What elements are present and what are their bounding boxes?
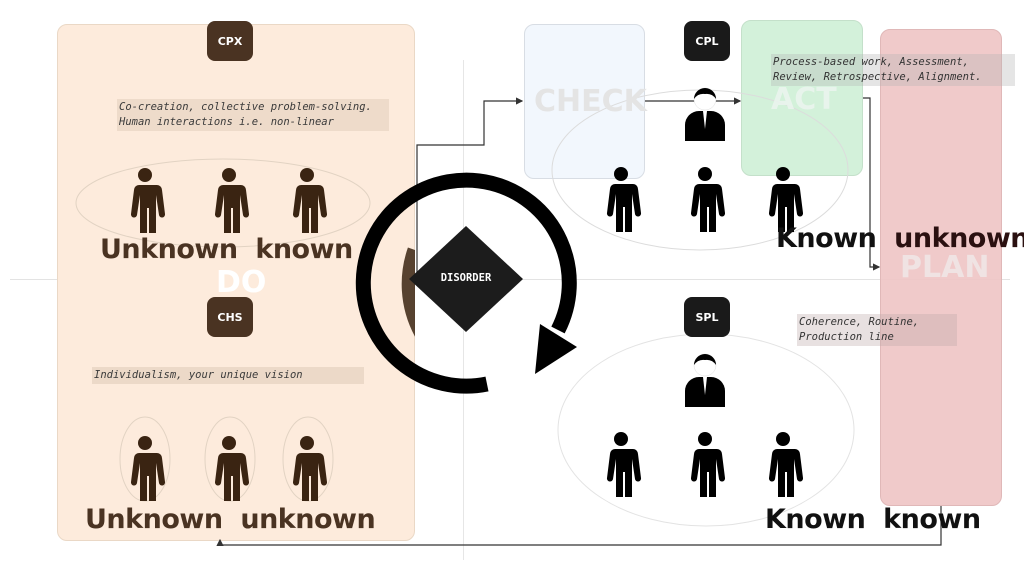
individual-ellipse-1	[119, 416, 171, 502]
person-icon	[214, 436, 250, 501]
person-icon	[130, 168, 166, 233]
person-icon	[292, 168, 328, 233]
act-label: ACT	[771, 82, 837, 117]
label-word-1: Known	[776, 223, 877, 254]
label-word-1: Unknown	[100, 234, 238, 265]
act-panel	[741, 20, 863, 176]
individual-ellipse-2	[204, 416, 256, 502]
plan-panel	[880, 29, 1002, 506]
plan-label: PLAN	[900, 250, 990, 285]
person-icon	[690, 167, 726, 232]
group-ellipse-complex	[75, 158, 371, 248]
chaotic-badge: CHS	[207, 297, 253, 337]
chaotic-note: Individualism, your unique vision	[92, 367, 364, 384]
label-word-2: known	[883, 504, 981, 535]
disorder-label: DISORDER	[440, 272, 492, 284]
disorder-diamond	[409, 226, 523, 332]
complex-note: Co-creation, collective problem-solving.…	[117, 99, 389, 131]
individual-ellipse-3	[282, 416, 334, 502]
person-icon	[214, 168, 250, 233]
simple-badge: SPL	[684, 297, 730, 337]
manager-icon	[684, 87, 726, 142]
do-label: DO	[216, 265, 267, 300]
person-icon	[130, 436, 166, 501]
simple-note: Coherence, Routine, Production line	[797, 314, 957, 346]
complicated-note: Process-based work, Assessment, Review, …	[771, 54, 1015, 86]
complex-badge: CPX	[207, 21, 253, 61]
cycle-arrow-icon	[355, 172, 577, 394]
complicated-knowledge-label: Known unknown	[776, 223, 1024, 254]
label-word-1: Known	[765, 504, 866, 535]
plan-to-do-connector	[216, 506, 942, 546]
label-word-2: unknown	[894, 223, 1024, 254]
label-word-2: known	[255, 234, 353, 265]
complex-knowledge-label: Unknown known	[100, 234, 353, 265]
person-icon	[690, 432, 726, 497]
person-icon	[768, 432, 804, 497]
person-icon	[606, 432, 642, 497]
complicated-badge: CPL	[684, 21, 730, 61]
label-word-1: Unknown	[85, 504, 223, 535]
check-label: CHECK	[534, 84, 647, 119]
act-to-plan-connector	[863, 97, 881, 271]
chaotic-knowledge-label: Unknown unknown	[85, 504, 376, 535]
label-word-2: unknown	[240, 504, 376, 535]
person-icon	[606, 167, 642, 232]
manager-icon	[684, 353, 726, 408]
simple-knowledge-label: Known known	[765, 504, 981, 535]
person-icon	[292, 436, 328, 501]
